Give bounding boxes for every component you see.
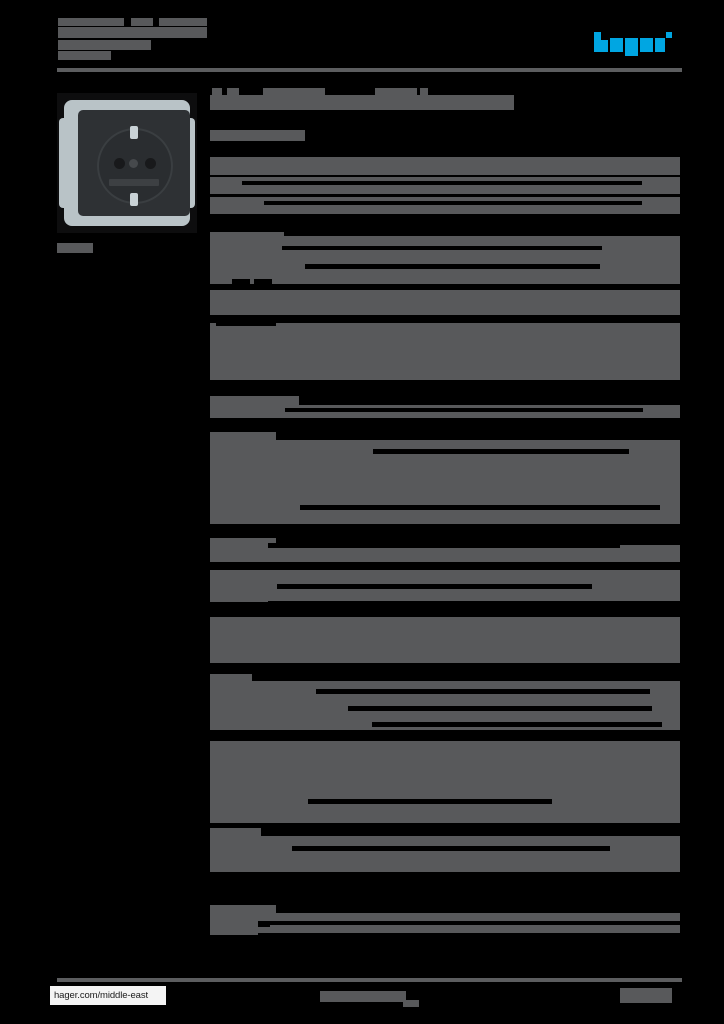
logo-glyph-h2 (594, 40, 608, 52)
row-leader-gap (268, 543, 620, 548)
table-row (210, 836, 680, 872)
logo-glyph-dot (666, 32, 672, 38)
logo-glyph-e (640, 38, 653, 52)
table-row (210, 236, 680, 286)
row-separator (210, 562, 680, 570)
row-leader-gap (292, 846, 610, 851)
label-gap (232, 733, 254, 742)
socket-pin-hole-left (114, 158, 125, 169)
earth-contact-bottom-icon (130, 193, 138, 206)
heading-gap (252, 674, 680, 682)
spec-section-heading (210, 157, 680, 175)
earth-contact-top-icon (130, 126, 138, 139)
table-row-label (210, 917, 258, 935)
heading-gap (276, 432, 680, 440)
socket-cover-plate (78, 110, 190, 216)
socket-brand-marking (109, 179, 159, 186)
row-separator (210, 284, 680, 290)
row-leader-gap (264, 201, 642, 205)
logo-glyph-g (625, 38, 638, 56)
table-row (210, 322, 680, 380)
footer-center-text (320, 991, 406, 1002)
table-row (210, 913, 680, 921)
header-divider (57, 68, 682, 72)
row-leader-gap (308, 799, 552, 804)
header-breadcrumb-line-2 (58, 27, 207, 38)
page-subtitle (210, 130, 305, 141)
logo-glyph-r (655, 38, 665, 52)
page-title-ascender-2 (227, 88, 239, 96)
row-leader-gap (348, 706, 652, 711)
row-leader-gap (300, 505, 660, 510)
hager-logo[interactable] (594, 28, 672, 56)
label-gap (248, 563, 263, 571)
table-row (210, 290, 680, 315)
footer-right-text (620, 988, 672, 1003)
row-leader-gap (268, 601, 680, 608)
header-breadcrumb-line-1c (159, 18, 207, 26)
row-separator (210, 730, 680, 738)
label-gap (268, 563, 298, 571)
logo-glyph-a (610, 38, 623, 52)
socket-mounting-frame (59, 100, 195, 226)
socket-center-screw (129, 159, 138, 168)
table-row (210, 925, 680, 933)
header-breadcrumb-line-1 (58, 18, 124, 26)
row-leader-gap (285, 408, 643, 412)
heading-gap (276, 905, 680, 913)
label-gap (216, 322, 276, 326)
page-title-ascender-1 (212, 88, 222, 96)
table-row (210, 197, 680, 214)
row-leader-gap (305, 264, 600, 269)
header-breadcrumb-line-1b (131, 18, 153, 26)
table-row (210, 514, 680, 524)
page-title-ascender-4 (375, 88, 417, 96)
table-row (210, 177, 680, 194)
table-row (210, 813, 680, 823)
product-image-caption (57, 243, 93, 253)
page-title-ascender-3 (263, 88, 325, 96)
row-leader-gap (282, 246, 602, 250)
page-title-ascender-5 (420, 88, 428, 96)
footer-website-link[interactable]: hager.com/middle-east (50, 986, 166, 1005)
row-separator (210, 320, 680, 323)
table-row (210, 545, 680, 565)
row-leader-gap (373, 449, 629, 454)
row-leader-gap (316, 689, 650, 694)
product-image (57, 93, 197, 233)
heading-gap (261, 828, 680, 836)
row-leader-gap (242, 181, 642, 185)
header-breadcrumb-line-3 (58, 40, 151, 50)
socket-pin-hole-right (145, 158, 156, 169)
row-leader-gap (277, 584, 592, 589)
heading-gap (276, 538, 680, 546)
table-row (210, 617, 680, 663)
row-leader-gap (372, 722, 662, 727)
page-title (210, 95, 514, 110)
label-gap (254, 279, 272, 287)
footer-page-number (403, 1000, 419, 1007)
footer-divider (57, 978, 682, 982)
header-breadcrumb-line-4 (58, 51, 111, 60)
label-gap (232, 279, 250, 287)
heading-gap (299, 396, 680, 405)
